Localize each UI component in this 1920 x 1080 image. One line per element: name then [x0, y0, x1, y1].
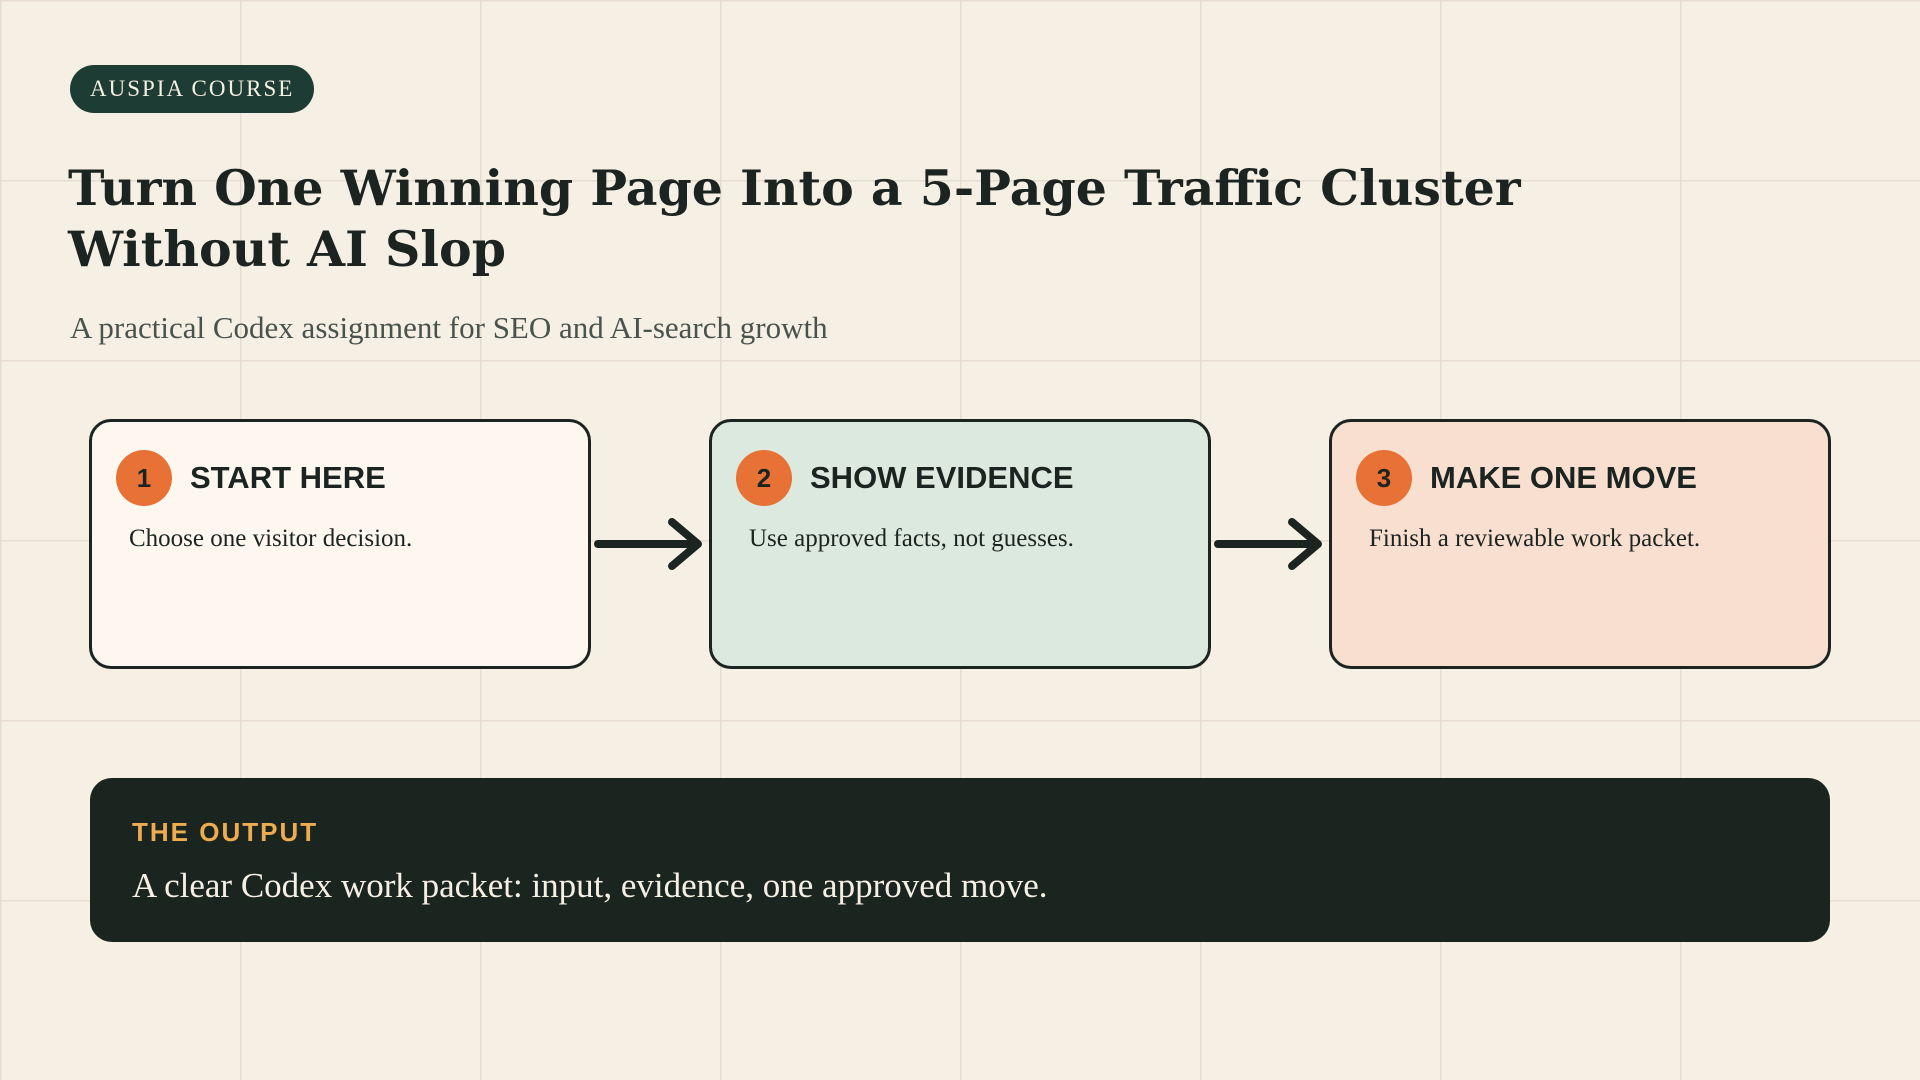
step-description: Choose one visitor decision. [129, 525, 413, 552]
output-panel: THE OUTPUT A clear Codex work packet: in… [90, 778, 1830, 942]
course-badge: AUSPIA COURSE [70, 65, 315, 113]
step-card-show-evidence: 2 SHOW EVIDENCE Use approved facts, not … [709, 419, 1211, 669]
step-title: START HERE [190, 460, 386, 495]
title-line-1: Turn One Winning Page Into a 5-Page Traf… [68, 159, 1521, 217]
title-line-2: Without AI Slop [68, 220, 506, 278]
step-number-badge: 1 [116, 450, 172, 506]
arrow-right-icon [1214, 518, 1322, 570]
step-card-make-one-move: 3 MAKE ONE MOVE Finish a reviewable work… [1329, 419, 1831, 669]
page-title: Turn One Winning Page Into a 5-Page Traf… [68, 158, 1568, 280]
step-description: Use approved facts, not guesses. [749, 525, 1074, 552]
step-description: Finish a reviewable work packet. [1369, 525, 1701, 552]
output-description: A clear Codex work packet: input, eviden… [132, 866, 1048, 905]
step-number-badge: 3 [1356, 450, 1412, 506]
step-title: SHOW EVIDENCE [810, 460, 1074, 495]
step-card-start-here: 1 START HERE Choose one visitor decision… [89, 419, 591, 669]
page-subtitle: A practical Codex assignment for SEO and… [70, 310, 828, 345]
output-label: THE OUTPUT [132, 817, 319, 847]
arrow-right-icon [594, 518, 702, 570]
step-title: MAKE ONE MOVE [1430, 460, 1697, 495]
step-number-badge: 2 [736, 450, 792, 506]
